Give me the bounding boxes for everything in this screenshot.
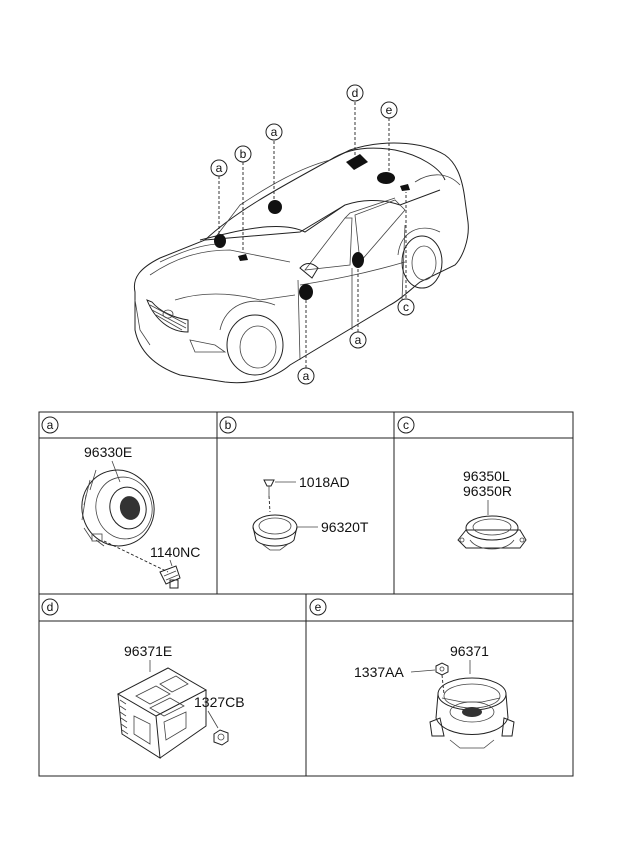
svg-text:e: e <box>315 600 322 614</box>
part-96350L: 96350L <box>463 468 510 484</box>
nut-icon <box>213 729 229 746</box>
svg-text:d: d <box>47 600 54 614</box>
part-96371E: 96371E <box>124 643 172 659</box>
callout-a1: a <box>210 159 228 177</box>
woofer-icon <box>429 677 515 749</box>
svg-text:d: d <box>352 86 359 100</box>
callout-c: c <box>397 298 415 316</box>
panel-tag-d: d <box>41 598 59 616</box>
svg-text:c: c <box>403 300 409 314</box>
callout-a2: a <box>265 123 283 141</box>
svg-text:a: a <box>216 161 223 175</box>
callout-e: e <box>380 101 398 119</box>
svg-text:a: a <box>303 369 310 383</box>
callout-a4: a <box>297 367 315 385</box>
speaker-icon <box>457 515 527 550</box>
nut-icon <box>435 662 449 676</box>
part-1018AD: 1018AD <box>299 474 350 490</box>
svg-text:e: e <box>386 103 393 117</box>
part-96371: 96371 <box>450 643 489 659</box>
parts-table <box>38 411 574 777</box>
svg-text:a: a <box>47 418 54 432</box>
callout-b: b <box>234 145 252 163</box>
svg-text:a: a <box>355 333 362 347</box>
callout-d: d <box>346 84 364 102</box>
svg-text:c: c <box>403 418 409 432</box>
part-1337AA: 1337AA <box>354 664 404 680</box>
callout-leaders <box>218 102 407 368</box>
part-96320T: 96320T <box>321 519 369 535</box>
panel-tag-b: b <box>219 416 237 434</box>
part-96350R: 96350R <box>463 483 512 499</box>
svg-text:b: b <box>225 418 232 432</box>
svg-text:a: a <box>271 125 278 139</box>
tweeter-icon <box>252 514 298 551</box>
speaker-icon <box>81 469 155 547</box>
screw-icon <box>263 479 275 496</box>
callout-a3: a <box>349 331 367 349</box>
panel-tag-e: e <box>309 598 327 616</box>
panel-tag-c: c <box>397 416 415 434</box>
panel-tag-a: a <box>41 416 59 434</box>
car-icon <box>133 142 469 384</box>
part-1327CB: 1327CB <box>194 694 245 710</box>
part-1140NC: 1140NC <box>150 544 200 560</box>
svg-text:b: b <box>240 147 247 161</box>
part-96330E: 96330E <box>84 444 132 460</box>
amplifier-icon <box>116 667 208 759</box>
screw-icon <box>159 565 181 589</box>
